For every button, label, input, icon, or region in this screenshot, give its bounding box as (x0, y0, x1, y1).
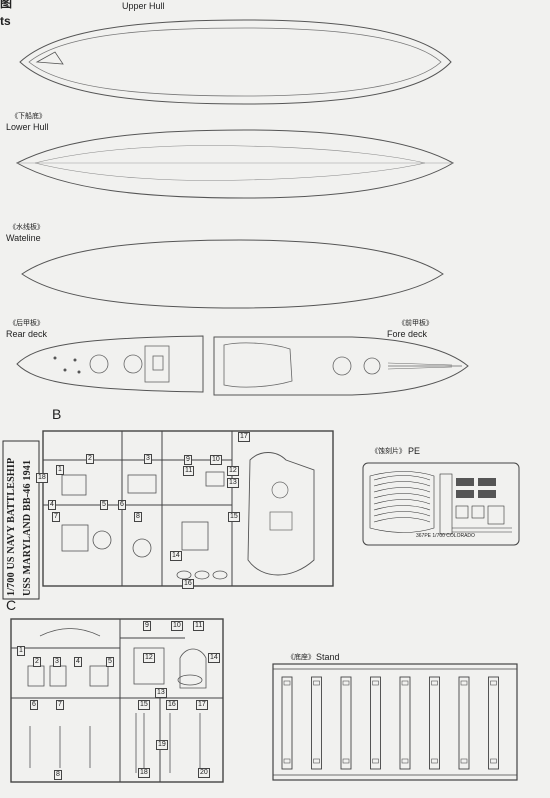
pe-sheet-drawing (362, 462, 520, 546)
c-num-13: 13 (155, 688, 167, 698)
waterline-drawing (21, 239, 444, 309)
rear-deck-drawing (16, 335, 204, 393)
stand-slot (370, 676, 381, 770)
b-num-17: 17 (238, 432, 250, 442)
stand-slot-tab (431, 758, 438, 764)
sprue-b-frame (42, 430, 334, 587)
corner-text: ts (0, 14, 11, 28)
b-num-3: 3 (144, 454, 152, 464)
c-num-1: 1 (17, 646, 25, 656)
c-num-19: 19 (156, 740, 168, 750)
pe-label: PE (408, 446, 421, 456)
stand-slot-tab (283, 758, 291, 764)
waterline-label: Wateline (6, 233, 41, 243)
stand-slot (488, 676, 499, 770)
c-num-16: 16 (166, 700, 178, 710)
c-num-9: 9 (143, 621, 151, 631)
stand-slot (311, 676, 322, 770)
stand-slot-tab (460, 758, 468, 764)
c-num-3: 3 (53, 657, 61, 667)
stand-slot-tab (313, 758, 320, 764)
corner-char: 图 (0, 0, 13, 10)
stand-slot-tab (342, 680, 350, 686)
b-num-12: 12 (227, 466, 239, 476)
c-num-8: 8 (54, 770, 62, 780)
c-num-17: 17 (196, 700, 208, 710)
rear-deck-cn: 《后甲板》 (9, 320, 44, 327)
upper-hull-label: Upper Hull (122, 1, 165, 11)
lower-hull-cn: 《下船底》 (11, 113, 46, 120)
b-num-11: 11 (183, 466, 195, 476)
waterline-cn: 《水线板》 (9, 224, 44, 231)
b-num-10: 10 (210, 455, 222, 465)
c-num-20: 20 (198, 768, 210, 778)
b-num-18: 18 (36, 473, 48, 483)
sprue-c-frame (10, 618, 224, 783)
sprue-b-side-label: 1/700 US NAVY BATTLESHIP USS MARYLAND BB… (2, 440, 40, 600)
stand-slot (399, 676, 411, 770)
c-num-4: 4 (74, 657, 82, 667)
b-num-2: 2 (86, 454, 94, 464)
stand-slot-tab (431, 680, 438, 686)
stand-label: Stand (316, 652, 340, 662)
b-num-5: 5 (100, 500, 108, 510)
c-num-2: 2 (33, 657, 41, 667)
b-num-8: 8 (134, 512, 142, 522)
c-num-7: 7 (56, 700, 64, 710)
sprue-c-letter: C (6, 597, 17, 613)
stand-slot-tab (401, 680, 409, 686)
fore-deck-cn: 《前甲板》 (398, 320, 433, 327)
b-num-7: 7 (52, 512, 60, 522)
stand-slot (429, 676, 440, 770)
fore-deck-label: Fore deck (387, 329, 428, 339)
stand-slot-tab (372, 680, 379, 686)
c-num-15: 15 (138, 700, 150, 710)
c-num-12: 12 (143, 653, 155, 663)
b-num-6: 6 (118, 500, 126, 510)
sprue-b-letter: B (52, 406, 62, 422)
b-num-15: 15 (228, 512, 240, 522)
b-num-13: 13 (227, 478, 239, 488)
stand-slot (340, 676, 352, 770)
c-num-11: 11 (193, 621, 205, 631)
stand-slot-tab (490, 758, 497, 764)
stand-slot-tab (460, 680, 468, 686)
stand-slot-tab (401, 758, 409, 764)
upper-hull-drawing (19, 19, 452, 105)
b-num-14: 14 (170, 551, 182, 561)
stand-slot-tab (342, 758, 350, 764)
pe-cn: 《蚀刻片》 (371, 448, 406, 455)
c-num-5: 5 (106, 657, 114, 667)
b-num-9: 9 (184, 455, 192, 465)
c-num-10: 10 (171, 621, 183, 631)
pe-caption: 367PE 1/700 COLORADO (416, 533, 475, 539)
c-num-14: 14 (208, 653, 220, 663)
stand-slot-tab (313, 680, 320, 686)
lower-hull-label: Lower Hull (6, 122, 49, 132)
b-num-16: 16 (182, 579, 194, 589)
stand-slot-tab (283, 680, 291, 686)
c-num-6: 6 (30, 700, 38, 710)
rear-deck-label: Rear deck (6, 329, 48, 339)
sprue-b-side-line1: 1/700 US NAVY BATTLESHIP (6, 457, 17, 596)
stand-drawing (272, 663, 518, 781)
fore-deck-drawing (213, 336, 469, 396)
stand-cn: 《底座》 (287, 654, 315, 661)
stand-slot-tab (372, 758, 379, 764)
c-num-18: 18 (138, 768, 150, 778)
stand-slot (458, 676, 470, 770)
b-num-4: 4 (48, 500, 56, 510)
lower-hull-drawing (15, 129, 454, 199)
stand-slot-tab (490, 680, 497, 686)
stand-slot (281, 676, 293, 770)
sprue-b-side-line2: USS MARYLAND BB-46 1941 (22, 459, 33, 596)
b-num-1: 1 (56, 465, 64, 475)
